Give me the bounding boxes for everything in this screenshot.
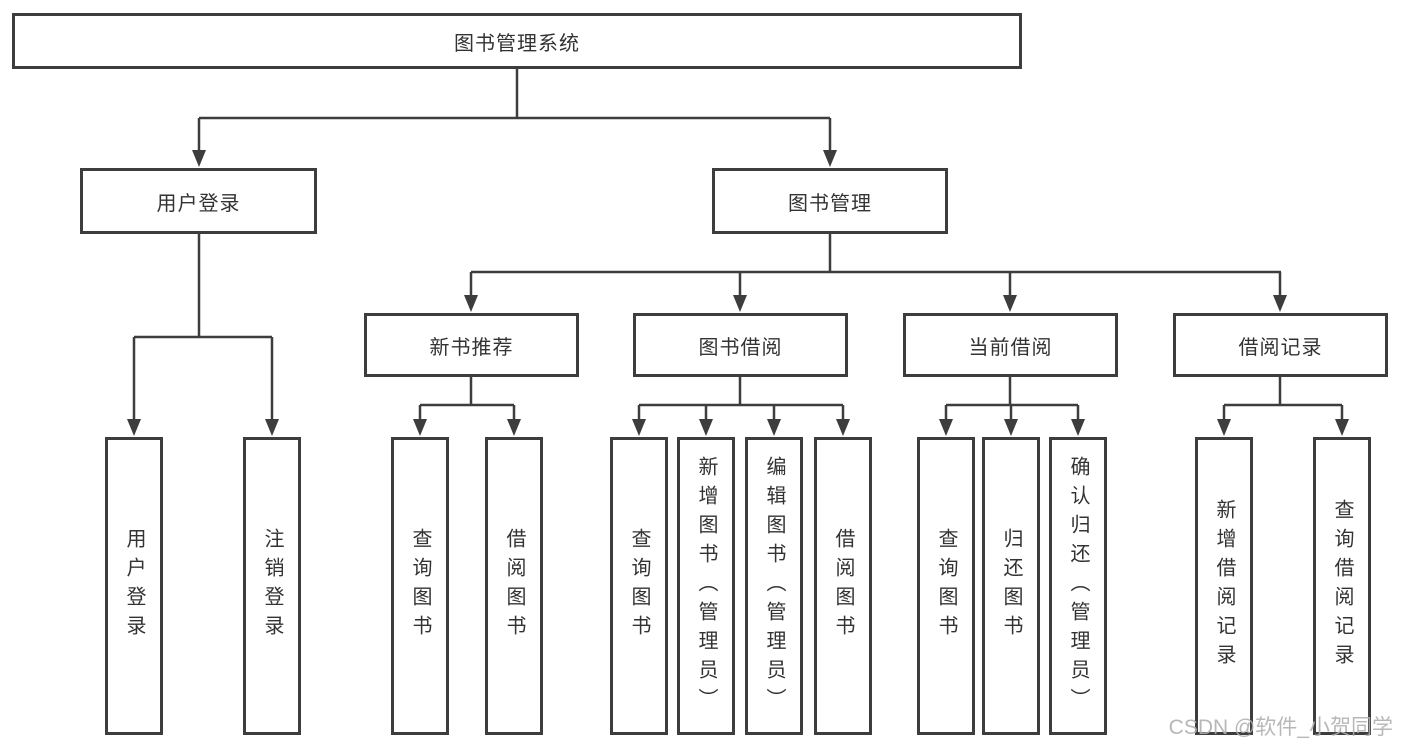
node-leaf-bb-query-book-label: 查询图书 <box>628 528 650 644</box>
node-current-borrow: 当前借阅 <box>903 313 1118 377</box>
node-leaf-cb-return-book: 归还图书 <box>982 437 1040 735</box>
node-leaf-cb-confirm-return: 确认归还（管理员） <box>1049 437 1107 735</box>
node-leaf-nbr-query-book-label: 查询图书 <box>409 528 431 644</box>
node-borrow-record: 借阅记录 <box>1173 313 1388 377</box>
node-leaf-bb-edit-book: 编辑图书（管理员） <box>745 437 803 735</box>
node-borrow-record-label: 借阅记录 <box>1238 336 1323 359</box>
node-leaf-nbr-borrow-book: 借阅图书 <box>485 437 543 735</box>
node-user-login-label: 用户登录 <box>156 192 241 215</box>
node-leaf-logout: 注销登录 <box>243 437 301 735</box>
node-leaf-user-login-label: 用户登录 <box>123 528 145 644</box>
node-leaf-br-add-record: 新增借阅记录 <box>1195 437 1253 735</box>
node-new-book-recommend-label: 新书推荐 <box>429 336 514 359</box>
node-leaf-cb-confirm-return-label: 确认归还（管理员） <box>1067 455 1089 717</box>
node-leaf-cb-query-book: 查询图书 <box>917 437 975 735</box>
node-leaf-nbr-borrow-book-label: 借阅图书 <box>503 528 525 644</box>
node-book-borrow-label: 图书借阅 <box>698 336 783 359</box>
node-user-login: 用户登录 <box>80 168 317 234</box>
node-leaf-cb-query-book-label: 查询图书 <box>935 528 957 644</box>
csdn-watermark: CSDN @软件_小贺同学 <box>1168 716 1393 739</box>
node-root: 图书管理系统 <box>12 13 1022 69</box>
node-leaf-br-add-record-label: 新增借阅记录 <box>1213 499 1235 673</box>
node-leaf-bb-borrow-book: 借阅图书 <box>814 437 872 735</box>
node-book-management-label: 图书管理 <box>788 192 872 215</box>
node-leaf-bb-add-book-label: 新增图书（管理员） <box>695 455 717 717</box>
node-leaf-cb-return-book-label: 归还图书 <box>1000 528 1022 644</box>
node-root-label: 图书管理系统 <box>454 32 580 55</box>
node-leaf-br-query-record-label: 查询借阅记录 <box>1331 499 1353 673</box>
node-leaf-bb-add-book: 新增图书（管理员） <box>677 437 735 735</box>
node-leaf-bb-borrow-book-label: 借阅图书 <box>832 528 854 644</box>
node-new-book-recommend: 新书推荐 <box>364 313 579 377</box>
node-leaf-bb-edit-book-label: 编辑图书（管理员） <box>763 455 785 717</box>
node-leaf-br-query-record: 查询借阅记录 <box>1313 437 1371 735</box>
node-leaf-bb-query-book: 查询图书 <box>610 437 668 735</box>
node-current-borrow-label: 当前借阅 <box>968 336 1053 359</box>
node-book-borrow: 图书借阅 <box>633 313 848 377</box>
node-leaf-user-login: 用户登录 <box>105 437 163 735</box>
node-leaf-nbr-query-book: 查询图书 <box>391 437 449 735</box>
node-book-management: 图书管理 <box>712 168 948 234</box>
node-leaf-logout-label: 注销登录 <box>261 528 283 644</box>
